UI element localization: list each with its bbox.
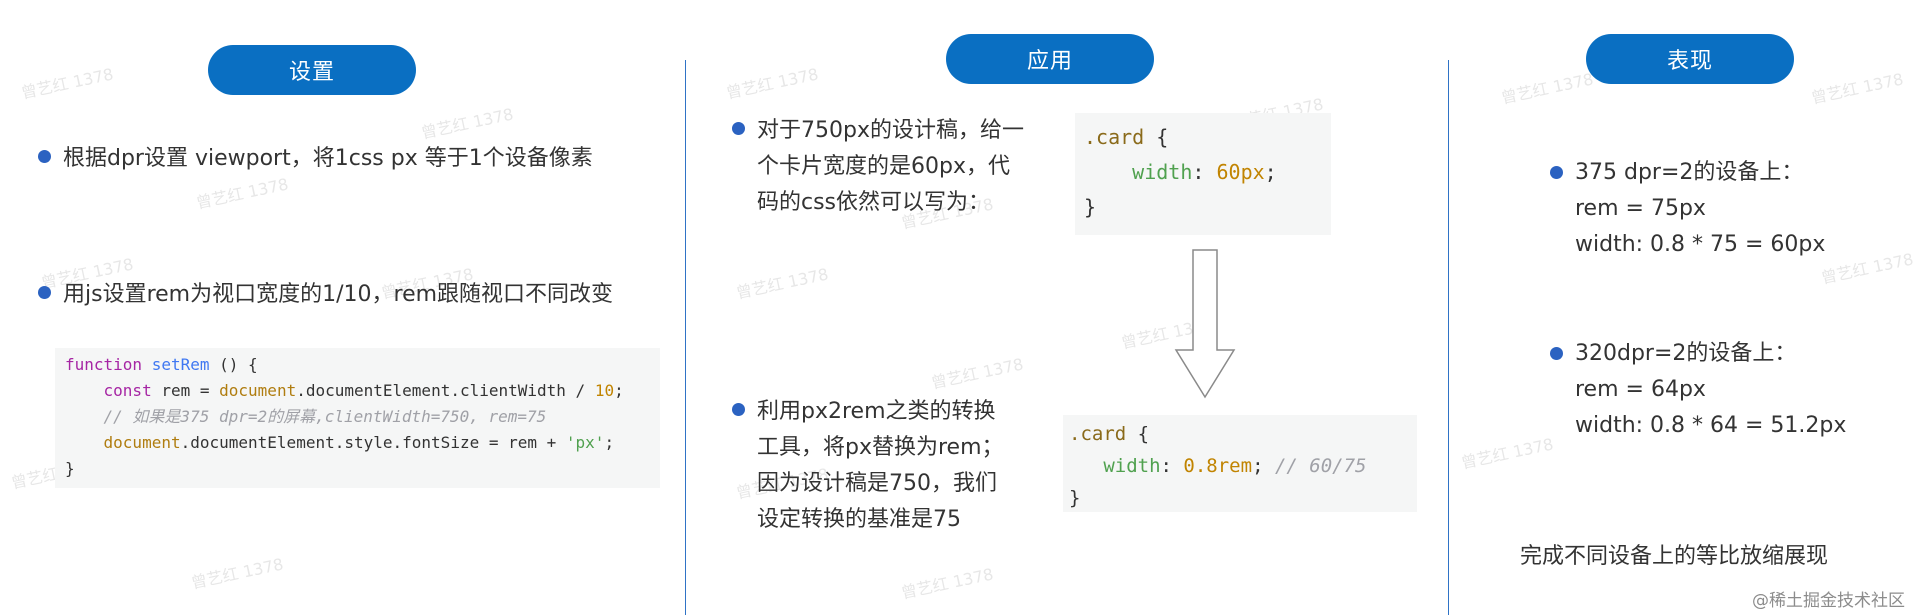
code-token: ; [604,433,615,452]
watermark-text: 曾艺红 1378 [1809,69,1906,108]
down-arrow-icon [1174,249,1236,399]
apply-code-block-2: .card { width: 0.8rem; // 60/75} [1063,415,1417,512]
text-line: 个卡片宽度的是60px，代 [757,154,1010,179]
code-line: width: 60px; [1084,155,1331,190]
result-item-1: 375 dpr=2的设备上： rem = 75px width: 0.8 * 7… [1550,155,1825,263]
code-token: rem = [151,381,220,400]
watermark-text: 曾艺红 1378 [419,104,516,143]
bullet-dot [1550,347,1563,360]
bullet-dot [732,403,745,416]
apply-code-block-1: .card { width: 60px;} [1075,113,1331,235]
apply-bullet-1: 对于750px的设计稿，给一 个卡片宽度的是60px，代 码的css依然可以写为… [732,113,1024,221]
result-item-2-text: 320dpr=2的设备上： rem = 64px width: 0.8 * 64… [1575,336,1846,444]
code-token: ; [614,381,624,400]
code-token: ; [1252,455,1275,477]
result-conclusion: 完成不同设备上的等比放缩展现 [1520,544,1829,569]
code-line: .card { [1084,120,1331,155]
bullet-dot [732,122,745,135]
code-token: setRem [151,355,210,374]
code-token: () { [209,355,258,374]
divider-right [1448,60,1449,615]
watermark-text: 曾艺红 1378 [19,64,116,103]
code-line: } [1069,487,1081,509]
setup-bullet-2-text: 用js设置rem为视口宽度的1/10，rem跟随视口不同改变 [63,282,614,307]
code-token: const [103,381,152,400]
bullet-dot [1550,166,1563,179]
setup-bullet-1-text: 根据dpr设置 viewport，将1css px 等于1个设备像素 [63,146,593,171]
code-token: width [1103,455,1161,477]
watermark-text: 曾艺红 1378 [734,264,831,303]
watermark-text: 曾艺红 1378 [1459,434,1556,473]
code-line: function setRem () { [65,352,660,378]
bullet-dot [38,286,51,299]
code-line: } [1084,195,1097,219]
code-token: : [1192,160,1217,184]
code-token: { [1126,423,1150,445]
code-token: ; [1264,160,1277,184]
watermark-text: 曾艺红 1378 [929,354,1026,393]
code-token: document [219,381,297,400]
watermark-text: 曾艺红 1378 [899,564,996,603]
text-line: width: 0.8 * 64 = 51.2px [1575,413,1847,438]
watermark-text: 曾艺红 1378 [724,64,821,103]
text-line: 码的css依然可以写为： [757,190,991,215]
corner-watermark: @稀土掘金技术社区 [1752,591,1905,611]
text-line: 对于750px的设计稿，给一 [757,118,1024,143]
watermark-text: 曾艺红 1378 [1499,69,1596,108]
code-line: document.documentElement.style.fontSize … [65,430,660,456]
code-token: document [103,433,181,452]
code-comment: // 如果是375 dpr=2的屏幕,clientWidth=750, rem=… [103,407,547,426]
text-line: rem = 75px [1575,196,1706,221]
setup-bullet-1: 根据dpr设置 viewport，将1css px 等于1个设备像素 [38,141,593,177]
apply-bullet-2-text: 利用px2rem之类的转换 工具，将px替换为rem； 因为设计稿是750，我们… [757,394,1004,538]
code-token: : [1160,455,1184,477]
watermark-text: 曾艺红 1378 [189,554,286,593]
code-token: .documentElement.clientWidth / [296,381,595,400]
text-line: 因为设计稿是750，我们 [757,471,997,496]
code-comment: // 60/75 [1274,455,1367,477]
watermark-text: 曾艺红 1378 [1819,249,1916,288]
code-token: .card [1084,125,1145,149]
code-token: .card [1069,423,1127,445]
text-line: 工具，将px替换为rem； [757,435,1004,460]
divider-left [685,60,686,615]
text-line: 利用px2rem之类的转换 [757,399,996,424]
header-result: 表现 [1586,34,1794,84]
code-line: const rem = document.documentElement.cli… [65,378,660,404]
text-line: 设定转换的基准是75 [757,507,961,532]
code-token: width [1132,160,1193,184]
code-line: // 如果是375 dpr=2的屏幕,clientWidth=750, rem=… [65,404,660,430]
code-token: 'px' [565,433,605,452]
code-line: } [65,459,75,478]
text-line: rem = 64px [1575,377,1706,402]
text-line: 320dpr=2的设备上： [1575,341,1797,366]
setup-code-block: function setRem () { const rem = documen… [55,348,660,488]
code-line: .card { [1069,418,1417,450]
code-line: width: 0.8rem; // 60/75 [1069,450,1417,482]
result-item-1-text: 375 dpr=2的设备上： rem = 75px width: 0.8 * 7… [1575,155,1825,263]
result-item-2: 320dpr=2的设备上： rem = 64px width: 0.8 * 64… [1550,336,1846,444]
code-token: 0.8rem [1183,455,1253,477]
setup-bullet-2: 用js设置rem为视口宽度的1/10，rem跟随视口不同改变 [38,277,613,313]
header-apply: 应用 [946,34,1154,84]
apply-bullet-2: 利用px2rem之类的转换 工具，将px替换为rem； 因为设计稿是750，我们… [732,394,1004,538]
code-token: function [65,355,143,374]
code-token: 60px [1216,160,1265,184]
bullet-dot [38,150,51,163]
code-token: 10 [594,381,615,400]
code-token: { [1144,125,1169,149]
text-line: 375 dpr=2的设备上： [1575,160,1804,185]
text-line: width: 0.8 * 75 = 60px [1575,232,1826,257]
code-token: .documentElement.style.fontSize = rem + [180,433,566,452]
apply-bullet-1-text: 对于750px的设计稿，给一 个卡片宽度的是60px，代 码的css依然可以写为… [757,113,1024,221]
header-setup: 设置 [208,45,416,95]
